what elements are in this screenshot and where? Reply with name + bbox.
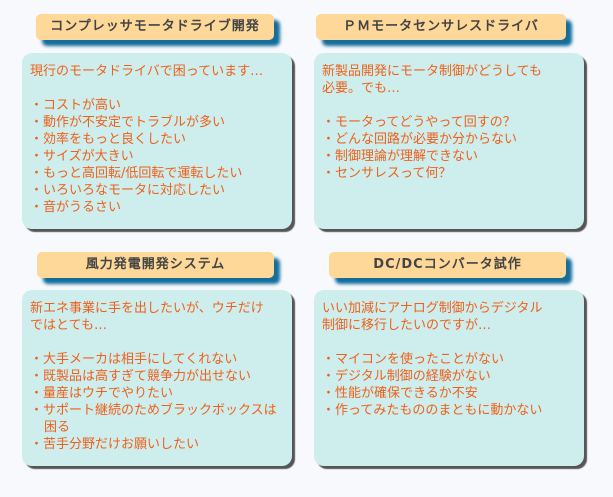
list-item: 作ってみたもののまともに動かない	[322, 402, 576, 419]
panel-intro: いい加減にアナログ制御からデジタル 制御に移行したいのですが…	[322, 301, 543, 333]
panel-intro: 現行のモータドライバで困っています…	[30, 64, 264, 79]
list-item: 音がうるさい	[30, 199, 284, 216]
list-item: デジタル制御の経験がない	[322, 368, 576, 385]
panel-card-dcdc: いい加減にアナログ制御からデジタル 制御に移行したいのですが… マイコンを使った…	[314, 290, 584, 466]
list-item: 苦手分野だけお願いしたい	[30, 436, 284, 453]
list-item: 動作が不安定でトラブルが多い	[30, 114, 284, 131]
panel-title-pm-motor: ＰＭモータセンサレスドライバ	[316, 14, 566, 40]
panel-title-dcdc: DC/DCコンバータ試作	[329, 252, 566, 278]
panel-title-wind-power: 風力発電開発システム	[37, 252, 274, 278]
list-item: 既製品は高すぎて競争力が出せない	[30, 368, 284, 385]
list-item: サポート継続のためブラックボックスは困る	[30, 402, 284, 436]
list-item: マイコンを使ったことがない	[322, 351, 576, 368]
list-item: 大手メーカは相手にしてくれない	[30, 351, 284, 368]
list-item: コストが高い	[30, 97, 284, 114]
panel-card-wind-power: 新エネ事業に手を出したいが、ウチだけ ではとても… 大手メーカは相手にしてくれな…	[22, 290, 292, 466]
list-item: 性能が確保できるか不安	[322, 385, 576, 402]
panel-intro: 新製品開発にモータ制御がどうしても 必要。でも…	[322, 64, 542, 96]
list-item: センサレスって何？	[322, 165, 576, 182]
list-item: 制御理論が理解できない	[322, 148, 576, 165]
list-item: モータってどうやって回すの？	[322, 114, 576, 131]
list-item: 効率をもっと良くしたい	[30, 131, 284, 148]
list-item: いろいろなモータに対応したい	[30, 182, 284, 199]
panel-card-pm-motor: 新製品開発にモータ制御がどうしても 必要。でも… モータってどうやって回すの？ …	[314, 53, 584, 229]
panel-title-compressor: コンプレッサモータドライブ開発	[36, 14, 274, 40]
list-item: もっと高回転/低回転で運転したい	[30, 165, 284, 182]
list-item: サイズが大きい	[30, 148, 284, 165]
panel-intro: 新エネ事業に手を出したいが、ウチだけ ではとても…	[30, 301, 264, 333]
list-item: 量産はウチでやりたい	[30, 385, 284, 402]
list-item: どんな回路が必要か分からない	[322, 131, 576, 148]
panel-card-compressor: 現行のモータドライバで困っています… コストが高い 動作が不安定でトラブルが多い…	[22, 53, 292, 229]
